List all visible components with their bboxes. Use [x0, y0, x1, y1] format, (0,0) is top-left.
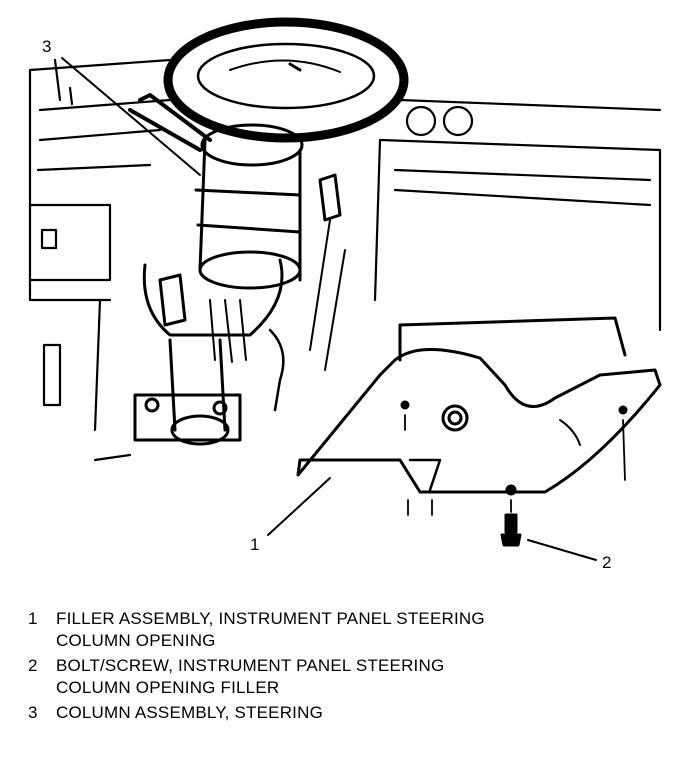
legend-text: COLUMN ASSEMBLY, STEERING	[56, 703, 323, 722]
legend-text: FILLER ASSEMBLY, INSTRUMENT PANEL STEERI…	[56, 609, 485, 650]
callout-2: 2	[602, 553, 611, 572]
legend-number: 2	[28, 656, 38, 675]
legend-number: 3	[28, 703, 38, 722]
legend-item: 2 BOLT/SCREW, INSTRUMENT PANEL STEERING …	[28, 655, 668, 699]
steering-wheel-icon	[163, 17, 409, 143]
steering-column-diagram: 1 2 3	[28, 17, 662, 572]
callout-3: 3	[42, 37, 51, 56]
parts-legend: 1 FILLER ASSEMBLY, INSTRUMENT PANEL STEE…	[28, 608, 668, 727]
legend-item: 3 COLUMN ASSEMBLY, STEERING	[28, 702, 668, 724]
leader-lines	[61, 57, 597, 561]
legend-number: 1	[28, 609, 38, 628]
callout-1: 1	[250, 535, 259, 554]
steering-column-icon	[128, 93, 346, 446]
filler-panel-icon	[296, 316, 662, 516]
legend-item: 1 FILLER ASSEMBLY, INSTRUMENT PANEL STEE…	[28, 608, 668, 652]
legend-text: BOLT/SCREW, INSTRUMENT PANEL STEERING CO…	[56, 656, 445, 697]
bolt-icon	[500, 484, 522, 547]
instrument-panel	[28, 58, 662, 462]
